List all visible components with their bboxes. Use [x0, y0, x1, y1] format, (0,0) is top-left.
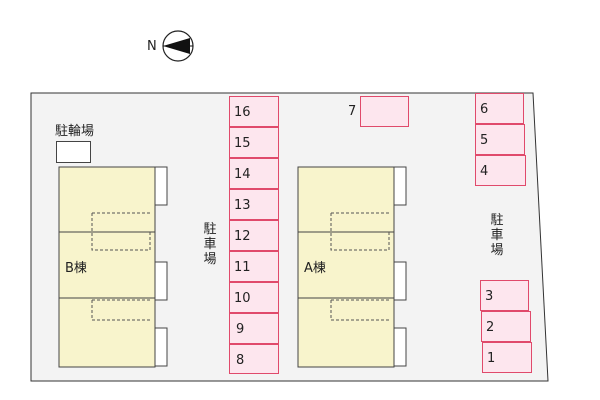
parking-space: 15	[229, 127, 279, 158]
building-b	[58, 166, 168, 368]
parking-space-number: 12	[234, 229, 251, 244]
parking-space: 5	[475, 124, 525, 155]
building-a	[297, 166, 407, 368]
parking-space-number: 6	[480, 102, 489, 117]
parking-space	[360, 96, 409, 127]
building-a-label: A棟	[304, 261, 326, 276]
parking-space: 6	[475, 93, 524, 124]
compass-north-label: N	[147, 39, 157, 54]
parking-label-right: 駐車場	[490, 213, 504, 258]
parking-space-number: 8	[236, 353, 245, 368]
parking-space: 8	[229, 344, 279, 374]
parking-space-number: 13	[234, 198, 251, 213]
bicycle-parking-label: 駐輪場	[55, 124, 95, 139]
parking-space-number: 10	[234, 291, 251, 306]
parking-space-number: 7	[348, 104, 357, 119]
bicycle-parking-area	[56, 141, 91, 163]
parking-space-number: 15	[234, 136, 251, 151]
parking-space: 3	[480, 280, 529, 311]
parking-space: 4	[475, 155, 526, 186]
parking-space-number: 2	[486, 320, 495, 335]
parking-space-number: 5	[480, 133, 489, 148]
parking-space: 1	[482, 342, 532, 373]
parking-space-number: 1	[487, 351, 496, 366]
parking-space-number: 4	[480, 164, 489, 179]
parking-space: 9	[229, 313, 279, 344]
parking-space: 13	[229, 189, 279, 220]
parking-label-center: 駐車場	[203, 222, 217, 267]
parking-space-number: 9	[236, 322, 245, 337]
parking-space: 14	[229, 158, 279, 189]
north-arrow-icon	[162, 30, 194, 62]
lot-outline	[30, 92, 549, 382]
parking-space: 16	[229, 96, 279, 127]
parking-space: 2	[481, 311, 531, 342]
parking-space: 11	[229, 251, 279, 282]
parking-space: 12	[229, 220, 279, 251]
parking-space-number: 11	[234, 260, 251, 275]
parking-space: 10	[229, 282, 279, 313]
parking-space-number: 3	[485, 289, 494, 304]
parking-space-number: 16	[234, 105, 251, 120]
building-b-label: B棟	[65, 261, 87, 276]
parking-space-number: 14	[234, 167, 251, 182]
